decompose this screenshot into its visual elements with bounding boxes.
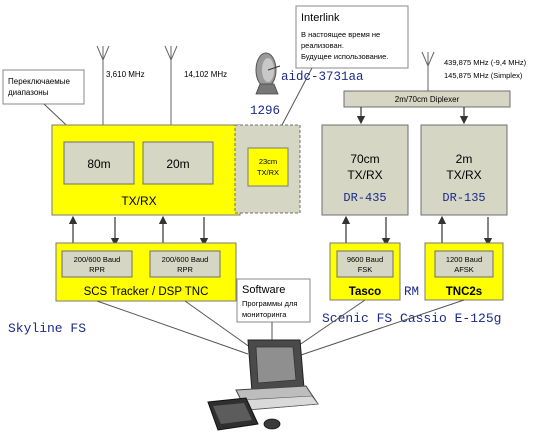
antenna-2-icon [164,45,178,125]
sat-freq: 1296 [250,104,280,118]
antenna-1-icon [96,45,110,125]
radio-70cm-line1: 70cm [350,152,379,166]
link-line-3 [291,299,366,351]
modem-2-line2: RPR [177,265,193,274]
box-23cm-line1: 23cm [259,157,277,166]
diplexer-label: 2m/70cm Diplexer [395,95,460,104]
tnc2s-label: TNC2s [446,286,482,298]
tnc-main-label: SCS Tracker / DSP TNC [84,286,209,298]
modem-2-line1: 200/600 Baud [162,255,209,264]
modem-3-line2: FSK [358,265,373,274]
diplex-freq-1: 439,875 MHz (-9,4 MHz) [444,58,527,67]
modem-1-line2: RPR [89,265,105,274]
radio-70cm-model: DR-435 [343,191,386,205]
antenna-1-freq: 3,610 MHz [106,70,145,79]
box-23cm-outer [234,124,301,214]
link-line-1 [96,300,249,355]
link-line-4 [297,299,465,357]
tasco-label: Tasco [349,286,381,298]
band-20m-label: 20m [166,157,189,171]
diplex-freq-2: 145,875 MHz (Simplex) [444,71,523,80]
box-23cm-line2: TX/RX [257,168,279,177]
software-note-box [236,278,311,323]
modem-3-line1: 9600 Baud [347,255,383,264]
interlink-text-3: Будущее использование. [301,52,388,61]
radio-70cm-line2: TX/RX [347,168,382,182]
scenic-label: Scenic FS Cassio E-125g [322,311,501,326]
interlink-pointer [281,67,313,126]
modem-1-line1: 200/600 Baud [74,255,121,264]
modem-4-box [434,250,494,278]
software-text-1: Программы для [242,299,297,308]
modem-2-box [149,250,221,278]
diplexer-box [343,90,511,108]
software-title: Software [242,284,285,296]
band-80m-label: 80m [87,157,110,171]
radio-2m-line1: 2m [456,152,473,166]
main-txrx-label: TX/RX [121,194,156,208]
modem-4-line1: 1200 Baud [446,255,482,264]
band-80m-box [63,141,135,185]
modem-1-box [61,250,133,278]
rm-label: RM [404,285,419,299]
interlink-text-2: реализован. [301,41,344,50]
interlink-text-1: В настоящее время не [301,30,380,39]
satellite-dish-icon [255,52,281,95]
radio-70cm-box [321,124,409,216]
modem-3-box [336,250,394,278]
link-line-2 [184,300,255,351]
antenna-2-freq: 14,102 MHz [184,70,227,79]
modem-4-line2: AFSK [454,265,474,274]
interlink-title: Interlink [301,12,340,24]
band-20m-box [142,141,214,185]
box-23cm-inner [247,147,289,187]
note-bands-box [2,69,85,105]
radio-2m-line2: TX/RX [446,168,481,182]
radio-2m-model: DR-135 [442,191,485,205]
computer-icon [207,339,319,431]
skyline-label: Skyline FS [8,321,86,336]
radio-2m-box [420,124,508,216]
sat-callsign: aidc-3731aa [281,70,364,84]
interlink-note-box [295,5,409,69]
diplexer-antenna-icon [421,51,435,92]
software-text-2: мониторинга [242,310,287,319]
